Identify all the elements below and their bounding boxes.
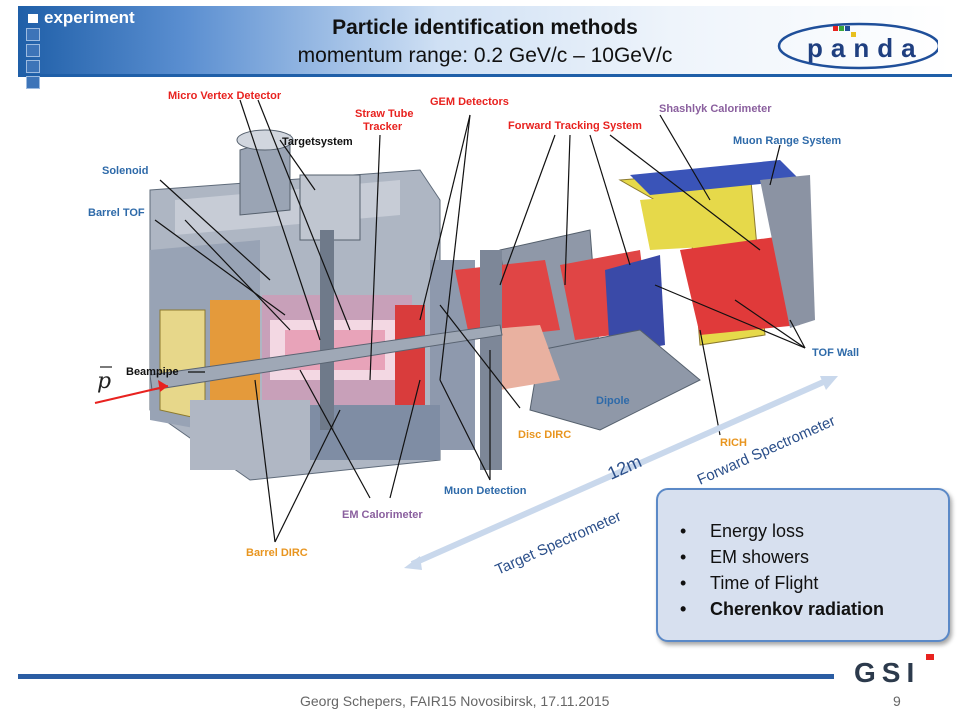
label-micro-vertex-detector: Micro Vertex Detector xyxy=(168,90,282,102)
slide-header: experiment Particle identification metho… xyxy=(18,6,952,89)
footer-rule xyxy=(18,674,834,679)
pid-methods-callout: •Energy loss •EM showers •Time of Flight… xyxy=(656,488,950,642)
slide-title: Particle identification methods xyxy=(332,16,638,39)
label-gem-detectors: GEM Detectors xyxy=(430,96,509,108)
section-label-text: experiment xyxy=(44,8,135,27)
label-straw-tracker: Tracker xyxy=(363,121,403,133)
label-muon-detection: Muon Detection xyxy=(444,485,527,497)
forward-spectrometer-body xyxy=(455,160,815,470)
list-item: •Energy loss xyxy=(680,521,805,541)
label-em-calorimeter: EM Calorimeter xyxy=(342,509,423,521)
label-beampipe: Beampipe xyxy=(126,366,179,378)
beam-arrow xyxy=(94,385,169,404)
footer-author: Georg Schepers, FAIR15 Novosibirsk, 17.1… xyxy=(300,693,610,709)
page-number: 9 xyxy=(893,693,901,709)
leader-lines xyxy=(154,99,806,543)
label-disc-dirc: Disc DIRC xyxy=(518,429,571,441)
label-straw-tube: Straw Tube xyxy=(355,108,413,120)
forward-spectrometer-label: Forward Spectrometer xyxy=(695,412,838,488)
label-tof-wall: TOF Wall xyxy=(812,347,859,359)
target-spectrometer-body xyxy=(149,129,475,481)
header-squares xyxy=(26,12,40,92)
section-label: experiment xyxy=(28,8,135,28)
label-forward-tracking-system: Forward Tracking System xyxy=(508,120,642,132)
panda-detector-diagram: p Micro Vertex Detector Straw Tube Track… xyxy=(88,90,859,579)
label-shashlyk-calorimeter: Shashlyk Calorimeter xyxy=(659,103,772,115)
list-item: •Time of Flight xyxy=(680,573,819,593)
label-targetsystem: Targetsystem xyxy=(282,136,353,148)
length-arrow xyxy=(404,376,838,570)
label-barrel-dirc: Barrel DIRC xyxy=(246,547,308,559)
slide-subtitle: momentum range: 0.2 GeV/c – 10GeV/c xyxy=(297,44,673,67)
panda-logo: panda xyxy=(777,22,938,70)
gsi-logo: GSI xyxy=(846,654,950,688)
label-dipole: Dipole xyxy=(596,395,630,407)
label-barrel-tof: Barrel TOF xyxy=(88,207,145,219)
list-item: •EM showers xyxy=(680,547,810,567)
antiproton-symbol: p xyxy=(97,369,111,394)
beampipe xyxy=(149,324,503,391)
length-label: 12m xyxy=(604,451,644,484)
list-item: •Cherenkov radiation xyxy=(680,599,885,619)
gsi-logo-text: GSI xyxy=(854,657,920,688)
panda-logo-text: panda xyxy=(807,33,924,63)
pid-methods-list: •Energy loss •EM showers •Time of Flight… xyxy=(680,518,884,622)
label-muon-range-system: Muon Range System xyxy=(733,135,841,147)
label-rich: RICH xyxy=(720,437,747,449)
label-solenoid: Solenoid xyxy=(102,165,148,177)
